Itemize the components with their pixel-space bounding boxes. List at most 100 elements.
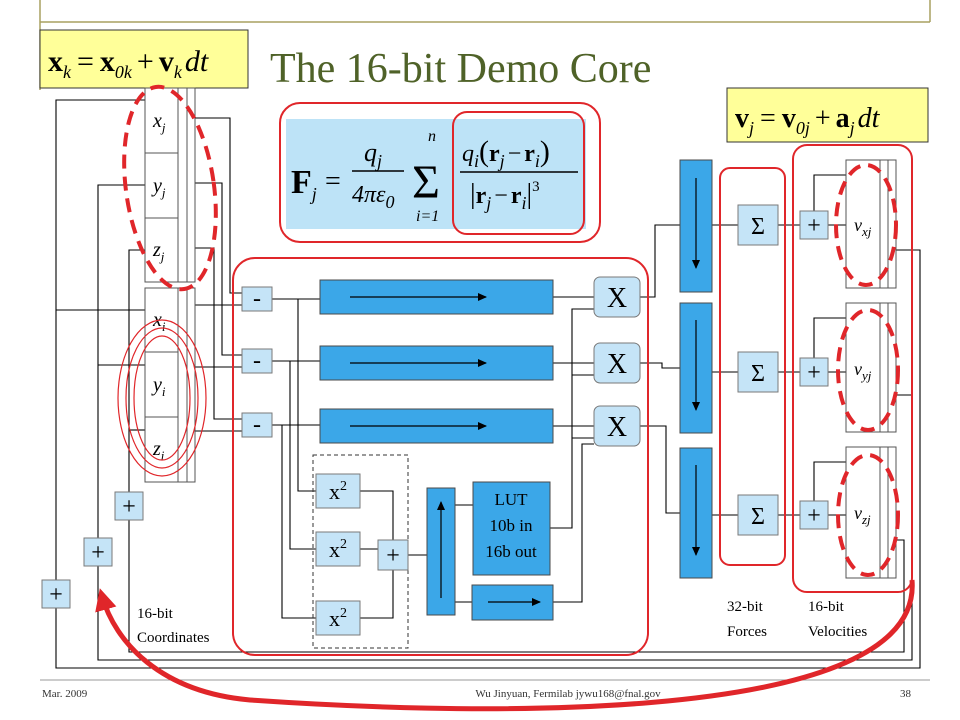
wire [813,461,846,501]
subtractor-symbol: - [253,286,261,312]
multiplier-symbol: X [607,283,627,314]
coordinates-label: Coordinates [137,630,210,646]
wire [640,425,680,514]
register-label: zi [152,438,165,463]
force-equals: = [325,166,341,197]
wire [97,394,913,661]
multipliers: X X X [593,276,641,447]
lut-label: LUT [494,490,528,509]
lut-label: 16b out [485,542,537,561]
force-equation: Fj = qj 4πε0 n Σ i=1 qi(rj−ri) |rj−ri|3 [279,102,601,243]
register-highlight-dashed [122,84,218,292]
lut-label: 10b in [490,516,533,535]
adder-symbol: + [386,543,400,569]
register-label: vxj [854,215,872,239]
register-highlight-rings [117,319,207,477]
force-equation-highlight [279,102,601,243]
wire [281,425,316,619]
adder [799,500,829,530]
forces-label: Forces [727,624,767,640]
force-accumulators [679,159,713,579]
force-term-denominator: |rj−ri|3 [470,179,540,213]
wire [553,443,594,603]
wire [128,249,145,492]
pipeline-highlight [232,257,649,656]
velocities-label: Velocities [808,624,867,640]
register-shadow [887,302,897,433]
register-label: vyj [854,359,872,383]
subtractor [241,286,273,312]
register-yj [144,152,179,219]
wire [297,299,316,492]
velocity-highlight-dashed [834,163,900,577]
adder [114,491,144,521]
adder [799,210,829,240]
coordinate-adders: + + + [41,491,144,609]
wire [55,99,145,580]
sum-lower-limit: i=1 [416,208,439,225]
force-term-highlight [452,111,585,235]
forces-highlight [719,167,786,566]
adder [83,537,113,567]
summer [737,494,779,536]
register-zi [144,416,179,483]
register-zj [144,217,179,283]
velocity-registers: vxj vyj vzj [845,159,897,579]
coordinate-registers-i: xi yi zi [144,287,196,483]
multiplier-symbol: X [607,349,627,380]
register-label: yi [151,374,166,399]
wire [128,520,905,653]
wire [195,117,242,294]
subtractor-symbol: - [253,412,261,438]
multiplier [593,276,641,318]
force-equation-box [286,119,586,229]
adder [41,579,71,609]
coordinate-registers-j: xj yj zj [144,87,196,283]
register-vyj [845,302,881,433]
wire [550,308,594,529]
velocity-equation-box [726,87,929,143]
summers: Σ Σ Σ [737,204,779,536]
force-charge-j: qj [364,138,382,171]
coordinates-label: 16-bit [137,606,174,622]
force-denominator: 4πε0 [352,182,394,212]
wire [195,247,242,420]
wire [813,174,846,211]
register-shadow [177,287,188,483]
page-title: The 16-bit Demo Core [270,46,651,92]
adder [377,539,409,571]
wire [97,184,145,538]
register-shadow [186,87,196,283]
page-number: 38 [900,688,912,700]
register-label: vzj [854,503,871,527]
register-xj [144,87,179,154]
wiring [55,99,921,669]
subtractors: - - - [241,286,273,438]
wire [813,317,846,358]
squarer-symbol: x2 [329,479,347,504]
multiplier [593,405,641,447]
register-yi [144,351,179,418]
squarer-symbol: x2 [329,606,347,631]
wire [360,490,394,540]
footer-author: Wu Jinyuan, Fermilab jywu168@fnal.gov [475,688,661,700]
subtractor [241,412,273,438]
register-label: zj [152,239,165,264]
summer-symbol: Σ [751,361,765,387]
pipeline-stages [319,279,554,621]
summer-symbol: Σ [751,214,765,240]
adder-symbol: + [49,582,63,608]
subtractor-symbol: - [253,348,261,374]
position-equation-box [39,29,249,89]
wire [640,224,680,298]
feedback-arrow-icon [95,579,915,712]
summer [737,351,779,393]
force-lhs: Fj [291,164,317,204]
wire [360,570,394,619]
force-term-numerator: qi(rj−ri) [462,135,550,171]
squarer [315,531,361,567]
adder-symbol: + [807,503,821,529]
register-shadow [177,87,188,283]
